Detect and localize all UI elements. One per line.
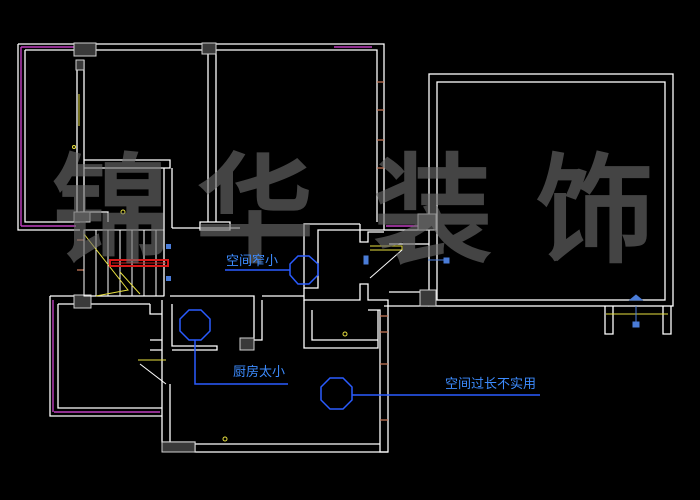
marker-kitchen [179, 309, 211, 341]
wall-outline-right [384, 73, 674, 335]
wall-window-marks [77, 81, 388, 421]
fixture-blue-marks [363, 255, 644, 328]
columns [73, 42, 437, 453]
watermark-char-2: 华 [196, 141, 315, 280]
window-bands [20, 46, 424, 413]
wall-outline-lower [49, 295, 388, 453]
stair [83, 229, 171, 297]
watermark-char-4: 饰 [536, 141, 655, 280]
annotation-markers [179, 255, 540, 410]
annotation-long-label: 空间过长不实用 [445, 377, 537, 392]
annotation-kitchen-label: 厨房太小 [233, 365, 286, 380]
annotation-narrow-label: 空间窄小 [226, 254, 279, 269]
marker-long [320, 377, 353, 410]
watermark-char-1: 锦 [52, 141, 171, 280]
marker-narrow [289, 255, 319, 285]
watermark-char-3: 装 [374, 141, 493, 280]
fixtures [72, 94, 668, 442]
wall-outline-main [17, 43, 430, 453]
